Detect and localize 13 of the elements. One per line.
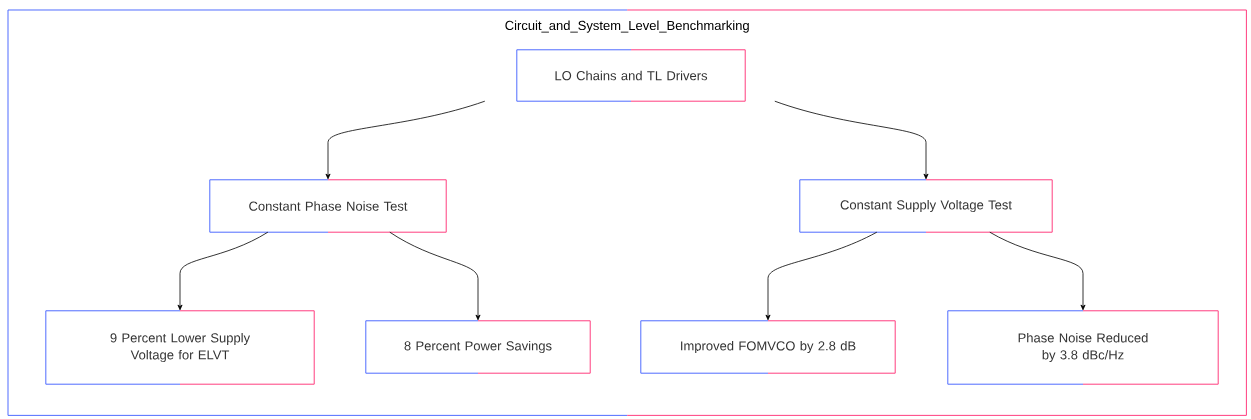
process-box: Phase Noise Reduced by 3.8 dBc/Hz [947, 310, 1219, 385]
process-box: Constant Supply Voltage Test [799, 179, 1053, 233]
process-box: Constant Phase Noise Test [209, 179, 447, 233]
process-box: LO Chains and TL Drivers [516, 49, 746, 102]
process-box: 8 Percent Power Savings [365, 320, 591, 374]
arrow [774, 100, 929, 180]
arrow [389, 231, 481, 321]
arrow [325, 100, 486, 180]
arrow [765, 231, 878, 321]
arrow [177, 231, 269, 311]
arrow [989, 231, 1086, 311]
process-box: Improved FOMVCO by 2.8 dB [640, 320, 896, 374]
process-box: 9 Percent Lower Supply Voltage for ELVT [45, 310, 315, 385]
